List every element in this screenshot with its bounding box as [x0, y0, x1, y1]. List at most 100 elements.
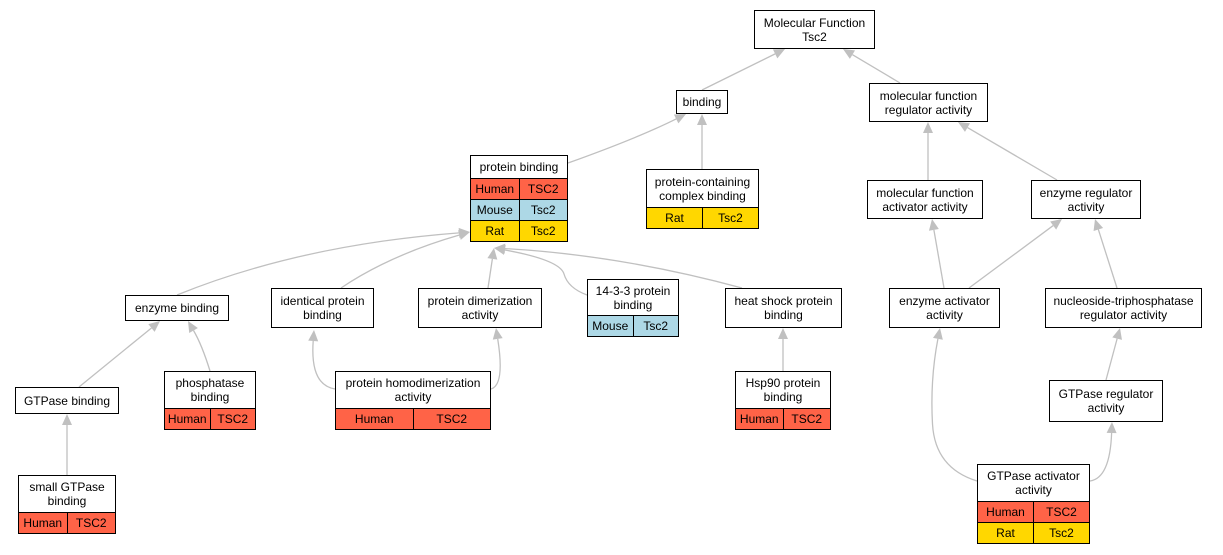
node-enzyme-binding[interactable]: enzyme binding: [125, 295, 229, 321]
species-cell: Rat: [485, 224, 505, 238]
arrowhead-icon: [697, 114, 707, 125]
node-title-line: Hsp90 protein: [745, 376, 821, 390]
gene-cell: Tsc2: [632, 316, 679, 336]
node-title-line: Molecular Function: [763, 15, 866, 30]
gene-cell: Tsc2: [702, 208, 758, 228]
node-title-line: activity: [461, 308, 499, 322]
node-title-line: 14-3-3 protein: [595, 283, 671, 298]
edge-14-3-3-protein-binding-to-protein-binding: [504, 249, 588, 296]
species-cell: Mouse: [476, 203, 513, 217]
arrowhead-icon: [1050, 219, 1062, 230]
node-title-line: protein-containing: [654, 174, 751, 189]
node-title-line: complex binding: [659, 188, 746, 203]
species-cell: Human: [354, 412, 394, 426]
gene-cell: TSC2: [412, 409, 491, 429]
node-title-line: binding: [303, 308, 342, 322]
node-title-line: GTPase regulator: [1058, 387, 1154, 401]
arrowhead-icon: [188, 321, 198, 334]
annotation-row-rat: Rat Tsc2: [647, 207, 758, 228]
edge-enzyme-activator-activity-to-molecular-function-activator-activity: [933, 229, 945, 289]
arrowhead-icon: [778, 328, 788, 339]
node-title-line: molecular function: [876, 185, 974, 200]
node-title-line: protein homodimerization: [345, 376, 481, 390]
node-binding[interactable]: binding: [676, 90, 728, 114]
node-title-line: activity: [1067, 199, 1105, 214]
edge-binding-to-molecular-function: [701, 53, 776, 91]
node-title-line: activator activity: [882, 199, 968, 214]
arrowhead-icon: [494, 243, 506, 254]
gene-cell: TSC2: [1033, 502, 1089, 522]
species-cell: Human: [23, 516, 63, 530]
arrowhead-icon: [772, 49, 785, 59]
gene-cell: TSC2: [66, 513, 116, 533]
arrowhead-icon: [1093, 219, 1104, 231]
node-title-line: molecular function: [879, 88, 978, 103]
edge-identical-protein-binding-to-protein-binding: [340, 234, 460, 289]
arrowhead-icon: [928, 219, 939, 231]
arrowhead-icon: [933, 328, 943, 340]
edge-gtpase-activator-activity-to-enzyme-activator-activity: [931, 338, 978, 482]
node-title-line: heat shock protein: [734, 294, 833, 308]
edge-nucleoside-triphosphatase-regulator-activity-to-enzyme-regulator-activity: [1097, 229, 1118, 289]
node-title: enzyme binding: [126, 296, 228, 320]
gene-cell: TSC2: [518, 179, 568, 199]
node-title-line: Tsc2: [802, 29, 827, 44]
arrowhead-icon: [62, 414, 72, 425]
edge-enzyme-binding-to-protein-binding: [176, 232, 460, 296]
node-title-line: phosphatase: [175, 376, 245, 390]
node-title-line: protein dimerization: [427, 294, 533, 308]
arrowhead-icon: [148, 321, 160, 332]
node-title-line: enzyme activator: [899, 294, 990, 308]
node-title-line: activity: [394, 390, 432, 404]
arrowhead-icon: [492, 328, 503, 340]
node-title-line: regulator activity: [1079, 308, 1168, 322]
node-title-line: activity: [1015, 483, 1052, 497]
node-gtpase-binding[interactable]: GTPase binding: [15, 387, 119, 414]
arrowhead-icon: [308, 330, 319, 342]
node-title-line: binding: [613, 297, 653, 312]
node-title-line: GTPase activator: [987, 469, 1080, 483]
node-title-line: nucleoside-triphosphatase: [1053, 294, 1194, 308]
arrowhead-icon: [487, 248, 498, 260]
node-title-line: binding: [190, 390, 230, 404]
edge-protein-binding-to-binding: [567, 118, 677, 164]
species-cell: Rat: [665, 211, 684, 225]
node-title-line: GTPase binding: [23, 393, 111, 408]
node-title-line: enzyme regulator: [1039, 185, 1133, 200]
